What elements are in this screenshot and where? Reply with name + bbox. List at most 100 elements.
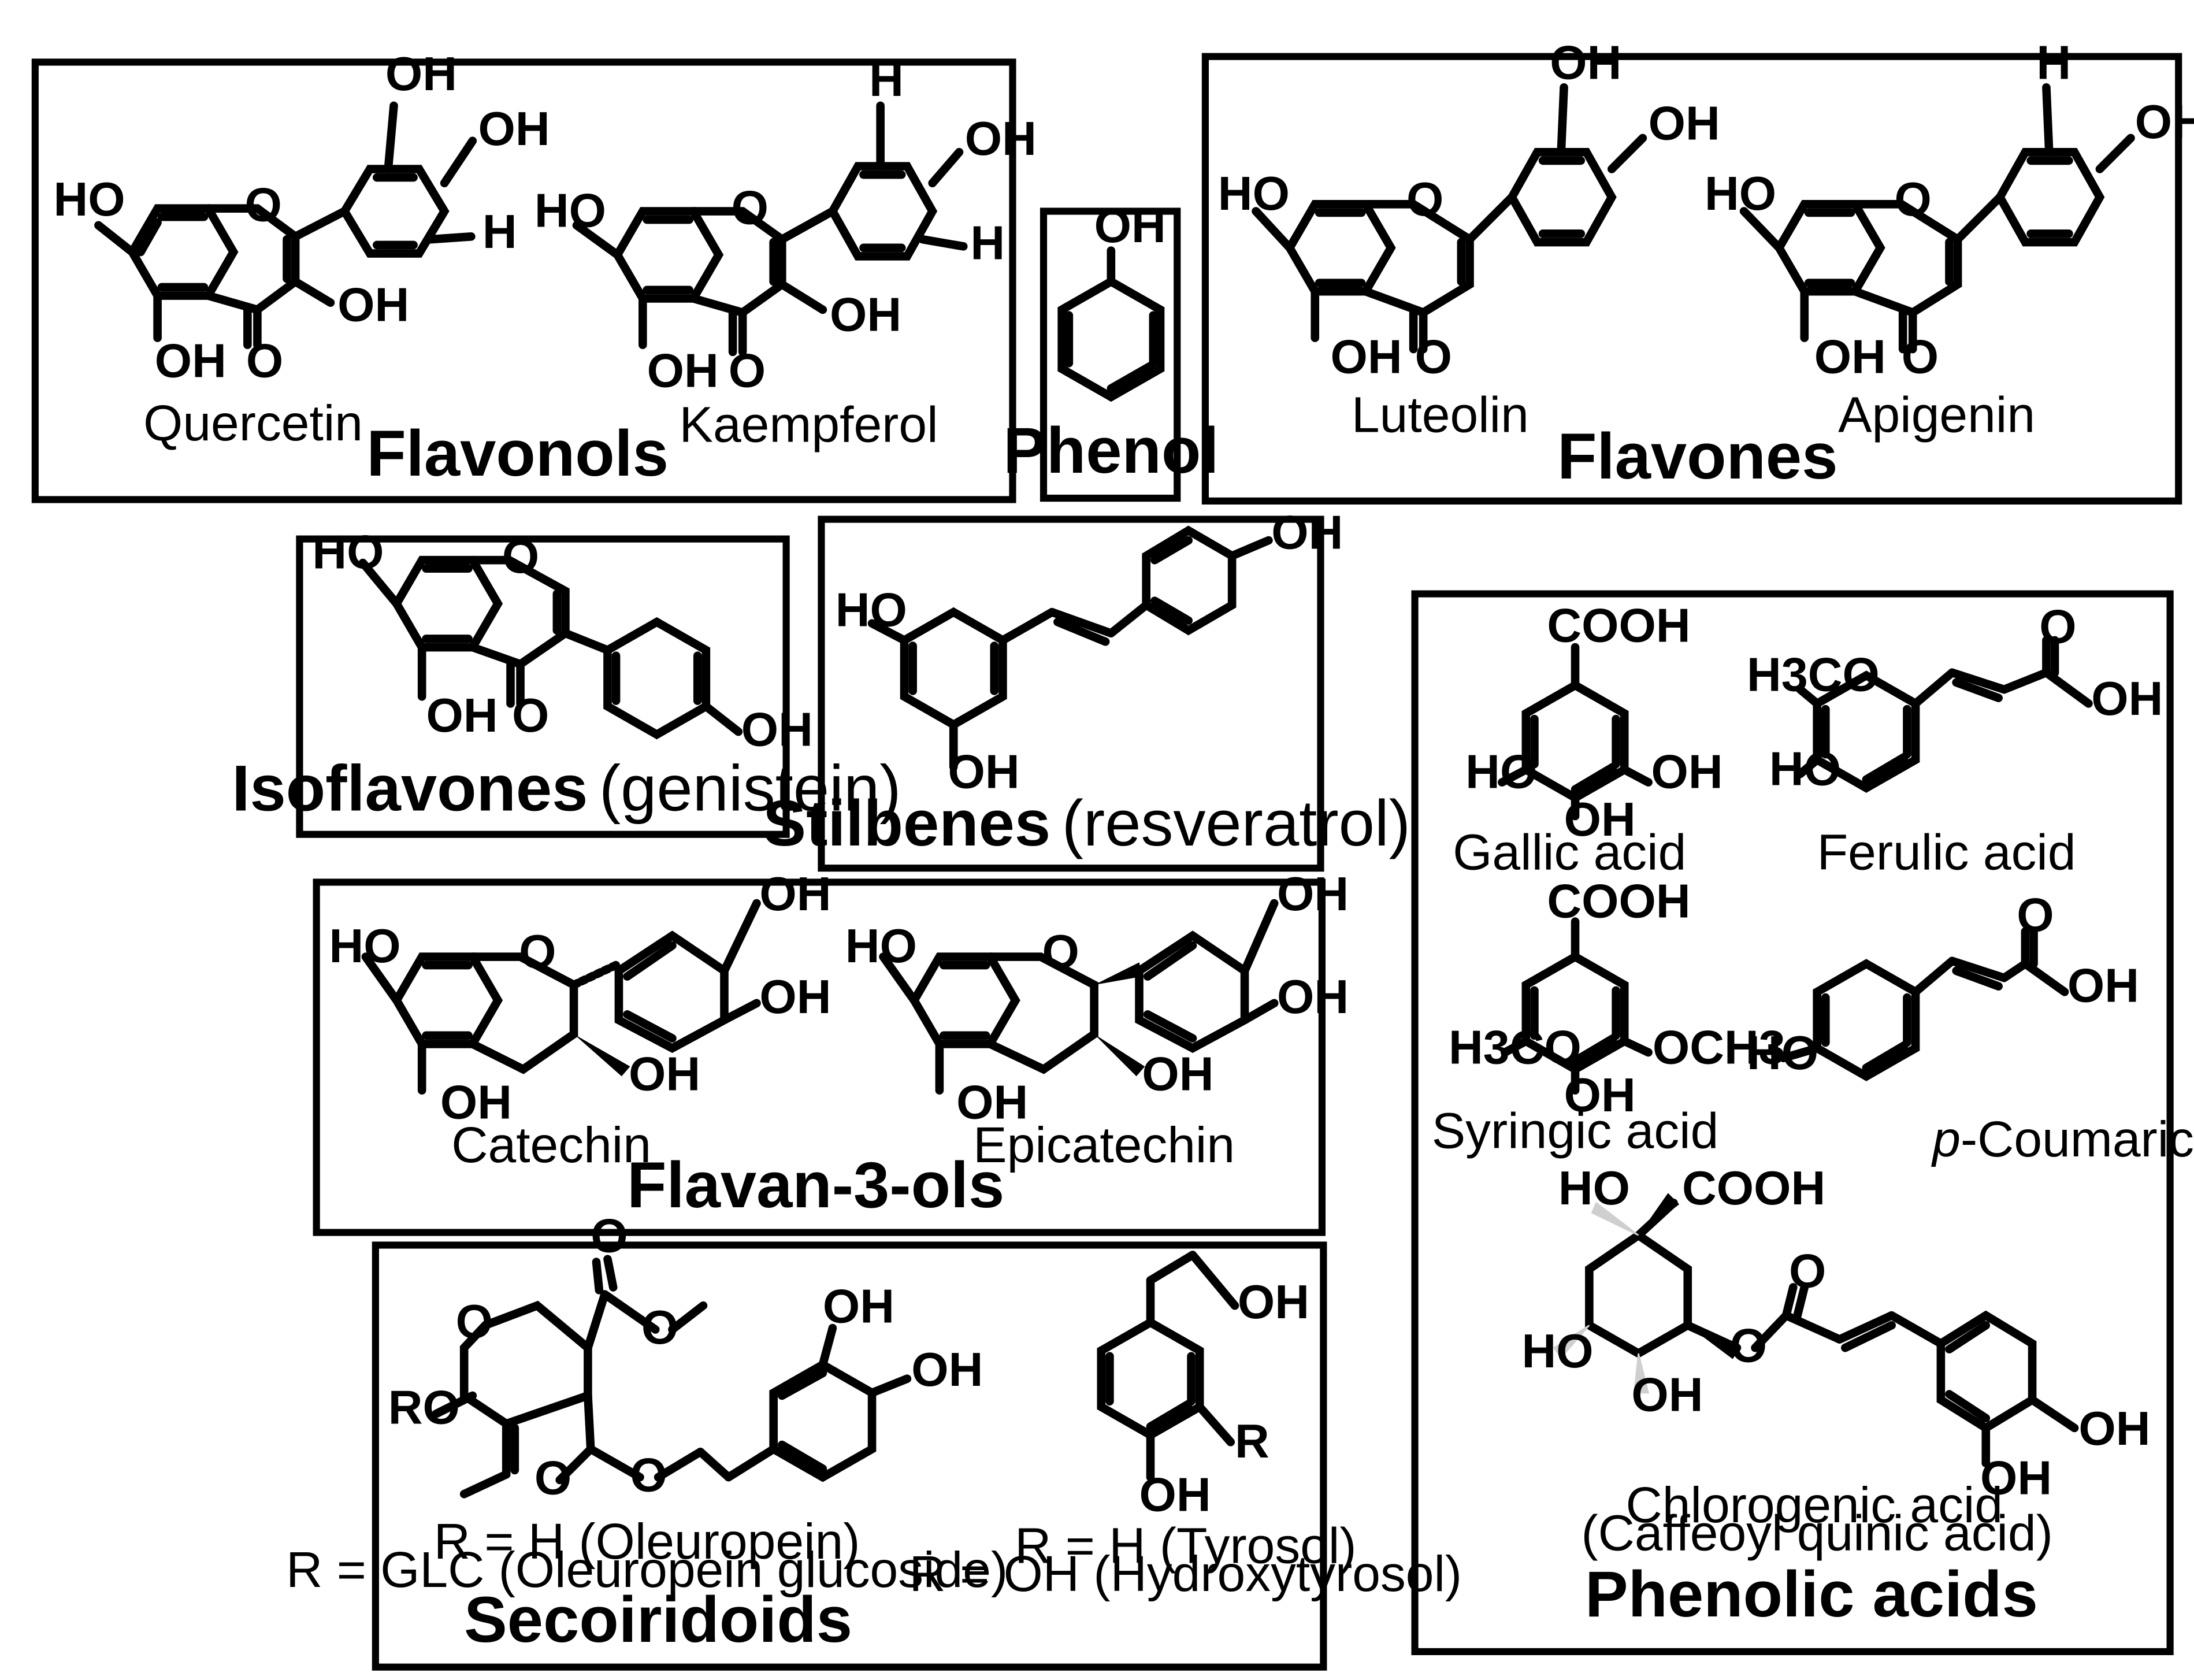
panel-flavonols: OH OH H O HO OH OH O Quercetin xyxy=(31,47,1037,503)
atom-label: OCH3 xyxy=(1653,1021,1785,1074)
atom-label: O xyxy=(641,1300,678,1354)
compound-name-caffeoyl-quinic-acid: (Caffeoyl quinic acid) xyxy=(1581,1505,2052,1562)
panel-title-phenolic-acids: Phenolic acids xyxy=(1585,1558,2038,1630)
atom-label: OH xyxy=(1814,329,1886,383)
atom-label: HO xyxy=(53,172,125,226)
panel-title-flavonols: Flavonols xyxy=(366,417,669,489)
atom-label: O xyxy=(729,344,766,398)
atom-label: O xyxy=(1730,1319,1767,1373)
atom-label: O xyxy=(512,688,549,742)
compound-name-gallic-acid: Gallic acid xyxy=(1453,824,1686,881)
atom-label: OH xyxy=(2135,95,2194,149)
panel-title-secoiridoids: Secoiridoids xyxy=(464,1583,852,1656)
panel-title-stilbenes: Stilbenes xyxy=(763,787,1050,859)
atom-label: RO xyxy=(388,1381,460,1434)
panel-frame xyxy=(1201,53,2182,505)
compound-name-ferulic-acid: Ferulic acid xyxy=(1817,824,2076,881)
atom-label: H xyxy=(970,216,1005,269)
atom-label: OH xyxy=(647,344,719,398)
atom-label: OH xyxy=(629,1047,700,1101)
atom-label: OH xyxy=(759,970,831,1023)
panel-stilbenes: OH HO OH Stilbenes (resveratrol) xyxy=(763,506,1410,872)
atom-label: OH xyxy=(741,702,813,756)
atom-label: OH xyxy=(1651,744,1722,798)
compound-name-p-coumaric-acid: -Coumaric acid xyxy=(1961,1111,2194,1167)
panel-frame xyxy=(1411,590,2174,1655)
atom-label: HO xyxy=(312,525,384,579)
atom-label: OH xyxy=(911,1342,983,1396)
atom-label: O xyxy=(1789,1244,1826,1298)
atom-label: HO xyxy=(1705,166,1776,220)
atom-label: COOH xyxy=(1682,1161,1825,1215)
atom-label: O xyxy=(246,334,283,388)
atom-label: HO xyxy=(1769,742,1841,796)
ferulic-acid-structure: H3CO HO O OH xyxy=(1747,600,2163,796)
atom-label: HO xyxy=(329,919,401,973)
atom-label: O xyxy=(519,925,556,978)
atom-label: OH xyxy=(1980,1451,2052,1504)
atom-label: O xyxy=(1042,925,1079,978)
atom-label: OH xyxy=(1649,96,1720,150)
panel-example-isoflavones: (genistein) xyxy=(599,752,901,824)
atom-label: OH xyxy=(1094,199,1166,253)
atom-label: HO xyxy=(836,583,907,637)
atom-label: OH xyxy=(1277,970,1349,1023)
atom-label: O xyxy=(591,1209,628,1263)
atom-label: H3CO xyxy=(1747,647,1880,701)
atom-label: OH xyxy=(1142,1047,1213,1101)
atom-label: HO xyxy=(1218,166,1290,220)
atom-label: O xyxy=(534,1451,571,1504)
atom-label: HO xyxy=(1747,1026,1818,1080)
atom-label: OH xyxy=(337,277,409,331)
chlorogenic-acid-structure: HO COOH HO OH O O OH OH xyxy=(1522,1161,2151,1504)
atom-label: OH xyxy=(1631,1368,1703,1422)
compound-name-apigenin: Apigenin xyxy=(1838,387,2035,443)
compound-name-quercetin: Quercetin xyxy=(143,395,363,451)
atom-label: O xyxy=(630,1448,667,1501)
luteolin-structure: OH OH O HO OH O xyxy=(1218,36,1720,384)
atom-label: H xyxy=(482,205,517,258)
gallic-acid-structure: COOH HO OH OH xyxy=(1465,598,1722,846)
compound-name-catechin: Catechin xyxy=(451,1117,651,1173)
italic-p-prefix: p xyxy=(1931,1111,1961,1167)
atom-label: OH xyxy=(1271,506,1343,559)
tyrosol-structure: OH R OH xyxy=(1097,1251,1309,1522)
atom-label: OH xyxy=(965,112,1037,165)
atom-label: HO xyxy=(1465,744,1537,798)
atom-label: O xyxy=(1406,172,1443,226)
atom-label: OH xyxy=(1331,329,1402,383)
panel-title-flavan3ols: Flavan-3-ols xyxy=(627,1149,1004,1221)
phenol-structure xyxy=(1057,246,1165,402)
quercetin-structure: OH OH H O HO OH OH O xyxy=(53,47,550,388)
panel-frame xyxy=(296,535,790,838)
atom-label: O xyxy=(1895,172,1932,226)
epicatechin-structure: O HO OH OH OH OH xyxy=(845,867,1349,1129)
panel-title-isoflavones: Isoflavones xyxy=(232,752,588,824)
atom-label: H3CO xyxy=(1449,1021,1582,1074)
atom-label: H xyxy=(2036,36,2071,90)
atom-label: O xyxy=(732,180,769,234)
atom-label: OH xyxy=(823,1279,894,1333)
atom-label: O xyxy=(1902,329,1939,383)
legend-oleuropein-glucoside: R = GLC (Oleuropein glucoside) xyxy=(286,1541,1008,1598)
panel-flavones: OH OH O HO OH O Luteolin H OH xyxy=(1201,36,2194,505)
p-coumaric-acid-structure: HO O OH xyxy=(1747,888,2139,1081)
catechin-structure: O HO OH OH OH OH xyxy=(329,867,831,1129)
atom-label: OH xyxy=(426,688,498,742)
atom-label: OH xyxy=(759,867,831,921)
atom-label: HO xyxy=(1558,1161,1630,1215)
atom-label: OH xyxy=(385,47,457,101)
atom-label: HO xyxy=(845,919,917,973)
atom-label: O xyxy=(2039,600,2076,654)
panel-isoflavones: O HO OH O OH Isoflavones (genistein) xyxy=(232,525,901,838)
genistein-structure: O HO OH O OH xyxy=(312,525,812,756)
panel-flavan3ols: O HO OH OH OH OH Catechin O HO OH OH xyxy=(313,867,1349,1236)
oleuropein-structure: O O O RO O O OH OH xyxy=(388,1209,983,1505)
atom-label: HO xyxy=(1522,1324,1594,1378)
legend-hydroxytyrosol: R = OH (Hydroxytyrosol) xyxy=(909,1545,1462,1602)
atom-label: OH xyxy=(948,744,1019,798)
atom-label: O xyxy=(1415,329,1452,383)
legend-tyrosol: R = H (Tyrosol) xyxy=(1015,1518,1356,1574)
panel-frame xyxy=(1040,207,1181,502)
